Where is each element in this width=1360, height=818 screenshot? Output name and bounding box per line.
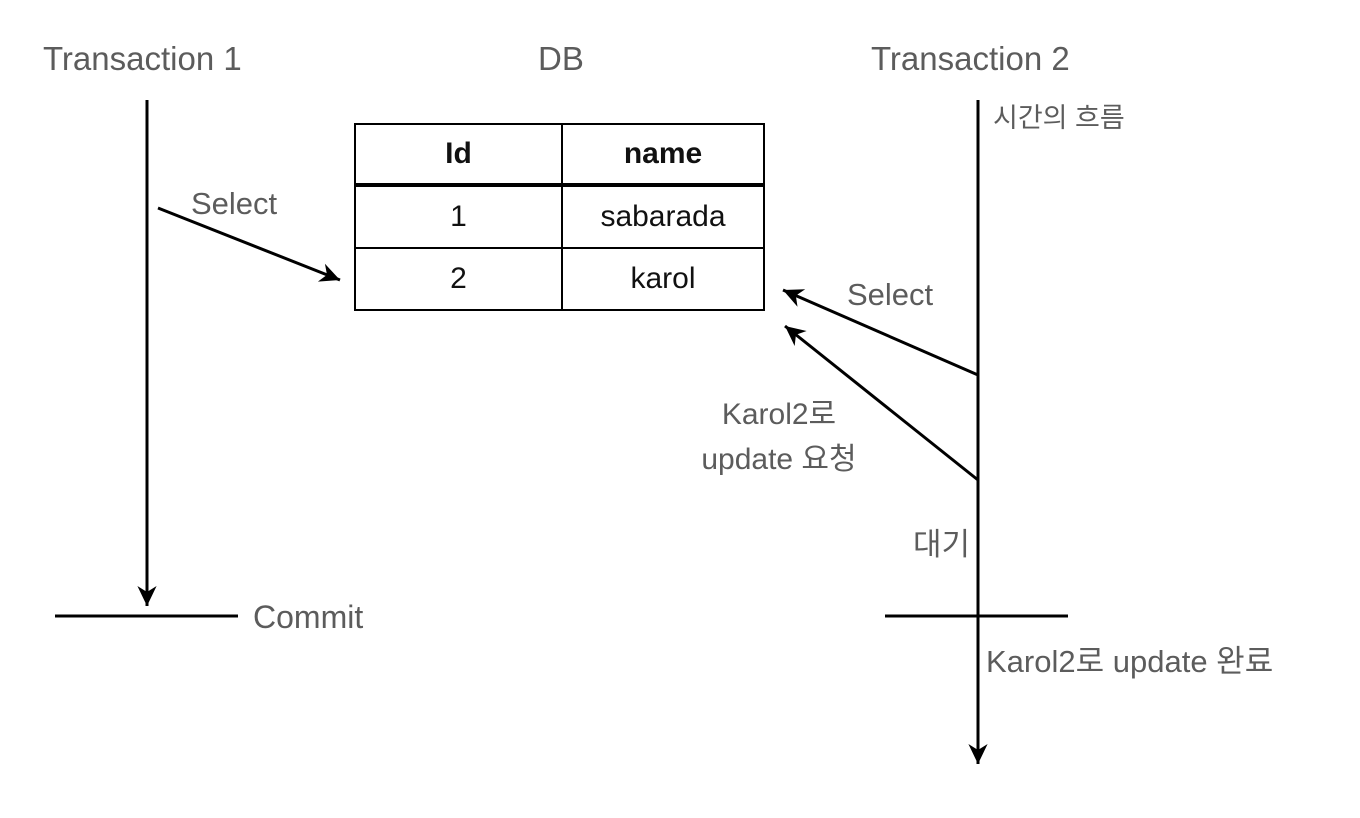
update-request-label: Karol2로 update 요청: [657, 392, 901, 482]
db-title: DB: [538, 40, 584, 77]
wait-label: 대기: [912, 527, 970, 562]
table-row: 1 sabarada: [354, 184, 765, 249]
update-request-arrow-t2: [784, 324, 979, 482]
commit-label: Commit: [253, 599, 364, 635]
db-table-cell-row1-id: 1: [354, 184, 563, 249]
select-arrow-t2: [782, 288, 979, 377]
table-row: 2 karol: [354, 247, 765, 311]
transaction1-title: Transaction 1: [43, 40, 242, 77]
update-done-label: Karol2로 update 완료: [986, 644, 1274, 679]
db-table: Id name 1 sabarada 2 karol: [354, 123, 765, 311]
db-table-cell-row1-name: sabarada: [561, 184, 765, 249]
select-label-t1: Select: [191, 186, 278, 221]
transaction2-title: Transaction 2: [871, 40, 1070, 77]
select-label-t2: Select: [847, 277, 934, 312]
db-table-header-id: Id: [354, 123, 563, 187]
update-request-line1: Karol2로: [721, 398, 837, 431]
time-flow-label: 시간의 흐름: [993, 103, 1125, 133]
db-table-header-row: Id name: [354, 123, 765, 187]
db-table-cell-row2-name: karol: [561, 247, 765, 311]
db-table-header-name: name: [561, 123, 765, 187]
db-table-cell-row2-id: 2: [354, 247, 563, 311]
select-arrow-t1: [157, 206, 341, 282]
update-request-line2: update 요청: [701, 443, 857, 476]
